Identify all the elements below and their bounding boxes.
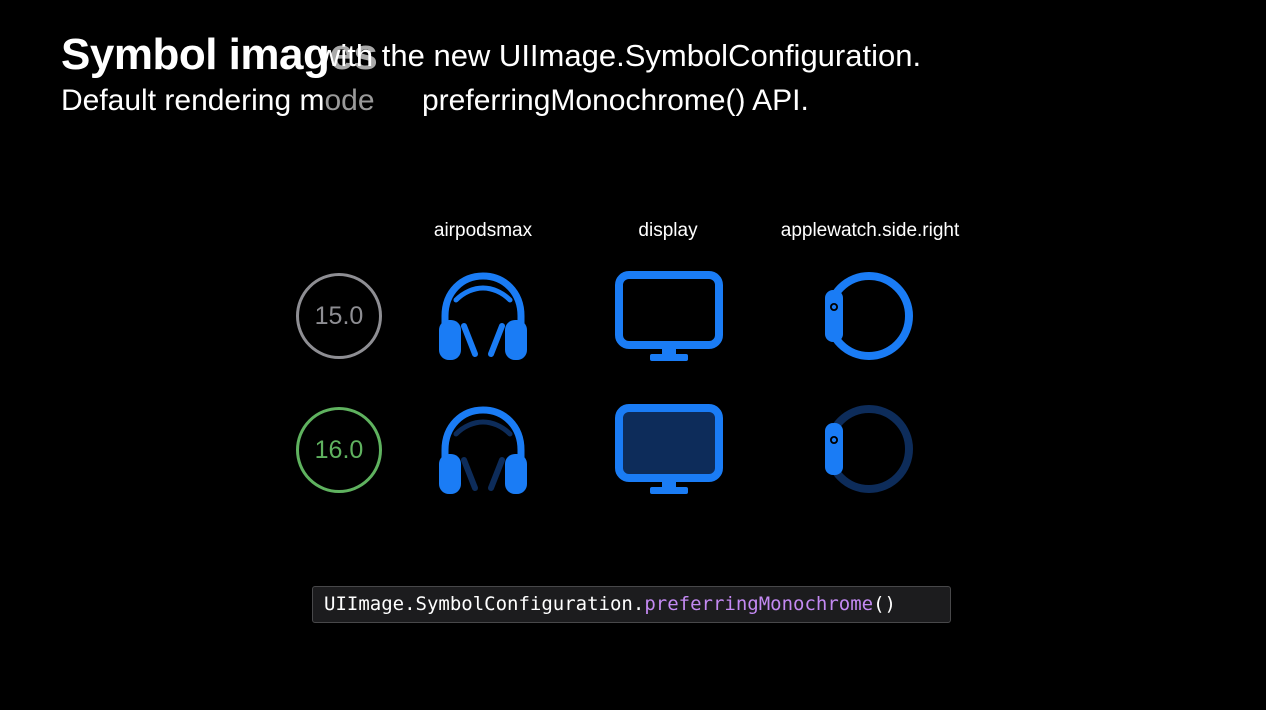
version-badge-16: 16.0 xyxy=(296,407,382,493)
column-label-display: display xyxy=(638,220,698,241)
slide-title: Symbol images xyxy=(61,30,378,80)
code-receiver: UIImage.SymbolConfiguration xyxy=(324,593,633,615)
version-label-15: 15.0 xyxy=(314,301,364,330)
applewatch-monochrome-icon xyxy=(825,405,913,493)
slide-subtitle-visible: Default rendering m xyxy=(61,84,325,117)
slide-title-fading: es xyxy=(329,30,378,79)
slide-subtitle-fading: ode xyxy=(324,84,375,117)
code-dot: . xyxy=(632,593,645,615)
column-label-applewatch: applewatch.side.right xyxy=(780,220,960,241)
code-parens: () xyxy=(873,593,896,615)
slide-subtitle: Default rendering mode xyxy=(61,84,375,118)
slide-title-visible: Symbol imag xyxy=(61,30,330,79)
slide-subtitle-overlay: preferringMonochrome() API. xyxy=(422,84,809,117)
code-method: preferringMonochrome xyxy=(644,593,874,615)
version-label-16: 16.0 xyxy=(314,435,364,464)
headphones-monochrome-icon xyxy=(439,406,527,494)
slide-title-overlay: with the new UIImage.SymbolConfiguration… xyxy=(318,38,922,73)
headphones-icon xyxy=(439,272,527,360)
display-monochrome-icon xyxy=(615,404,723,494)
column-label-airpodsmax: airpodsmax xyxy=(433,220,533,241)
display-icon xyxy=(615,271,723,361)
applewatch-icon xyxy=(825,272,913,360)
version-badge-15: 15.0 xyxy=(296,273,382,359)
code-snippet: UIImage.SymbolConfiguration.preferringMo… xyxy=(312,586,951,623)
